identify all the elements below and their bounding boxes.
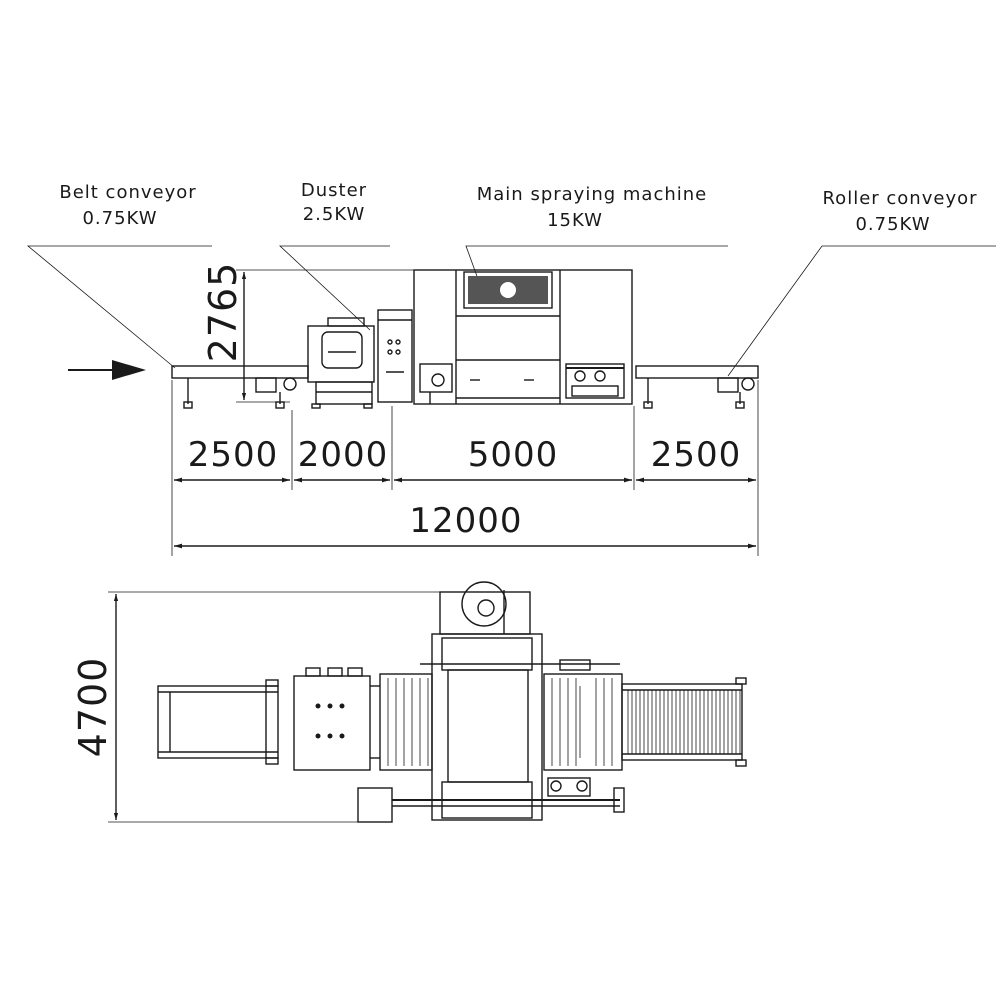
spraying-machine-name: Main spraying machine bbox=[477, 184, 708, 205]
dim-total-length: 12000 bbox=[409, 501, 522, 541]
roller-conveyor-name: Roller conveyor bbox=[822, 188, 977, 209]
inner-rollers-top bbox=[379, 673, 623, 771]
label-duster: Duster 2.5KW bbox=[301, 180, 367, 225]
spraying-machine-top bbox=[392, 581, 625, 821]
dim-spraying-machine: 5000 bbox=[468, 435, 559, 475]
top-view: 4700 bbox=[71, 581, 747, 823]
dim-height: 2765 bbox=[201, 262, 245, 363]
label-roller-conveyor: Roller conveyor 0.75KW bbox=[822, 188, 977, 235]
roller-conveyor-side bbox=[635, 365, 759, 409]
side-view: 2765 bbox=[171, 262, 759, 556]
duster-name: Duster bbox=[301, 180, 367, 201]
dim-roller-conveyor: 2500 bbox=[651, 435, 742, 475]
belt-conveyor-power: 0.75KW bbox=[82, 208, 157, 229]
leader-lines bbox=[26, 245, 996, 377]
roller-conveyor-top bbox=[621, 677, 747, 767]
belt-conveyor-name: Belt conveyor bbox=[59, 182, 196, 203]
spraying-machine-side bbox=[413, 269, 633, 405]
roller-conveyor-power: 0.75KW bbox=[855, 214, 930, 235]
spraying-machine-power: 15KW bbox=[547, 210, 603, 231]
dim-duster: 2000 bbox=[298, 435, 389, 475]
label-main-spraying-machine: Main spraying machine 15KW bbox=[477, 184, 708, 231]
duster-side bbox=[307, 309, 413, 409]
dim-belt-conveyor: 2500 bbox=[188, 435, 279, 475]
duster-power: 2.5KW bbox=[303, 204, 366, 225]
duster-top bbox=[293, 667, 393, 823]
dim-width: 4700 bbox=[71, 657, 115, 758]
label-belt-conveyor: Belt conveyor 0.75KW bbox=[59, 182, 196, 229]
belt-conveyor-top bbox=[157, 679, 279, 765]
arrow-right-icon bbox=[68, 360, 146, 380]
